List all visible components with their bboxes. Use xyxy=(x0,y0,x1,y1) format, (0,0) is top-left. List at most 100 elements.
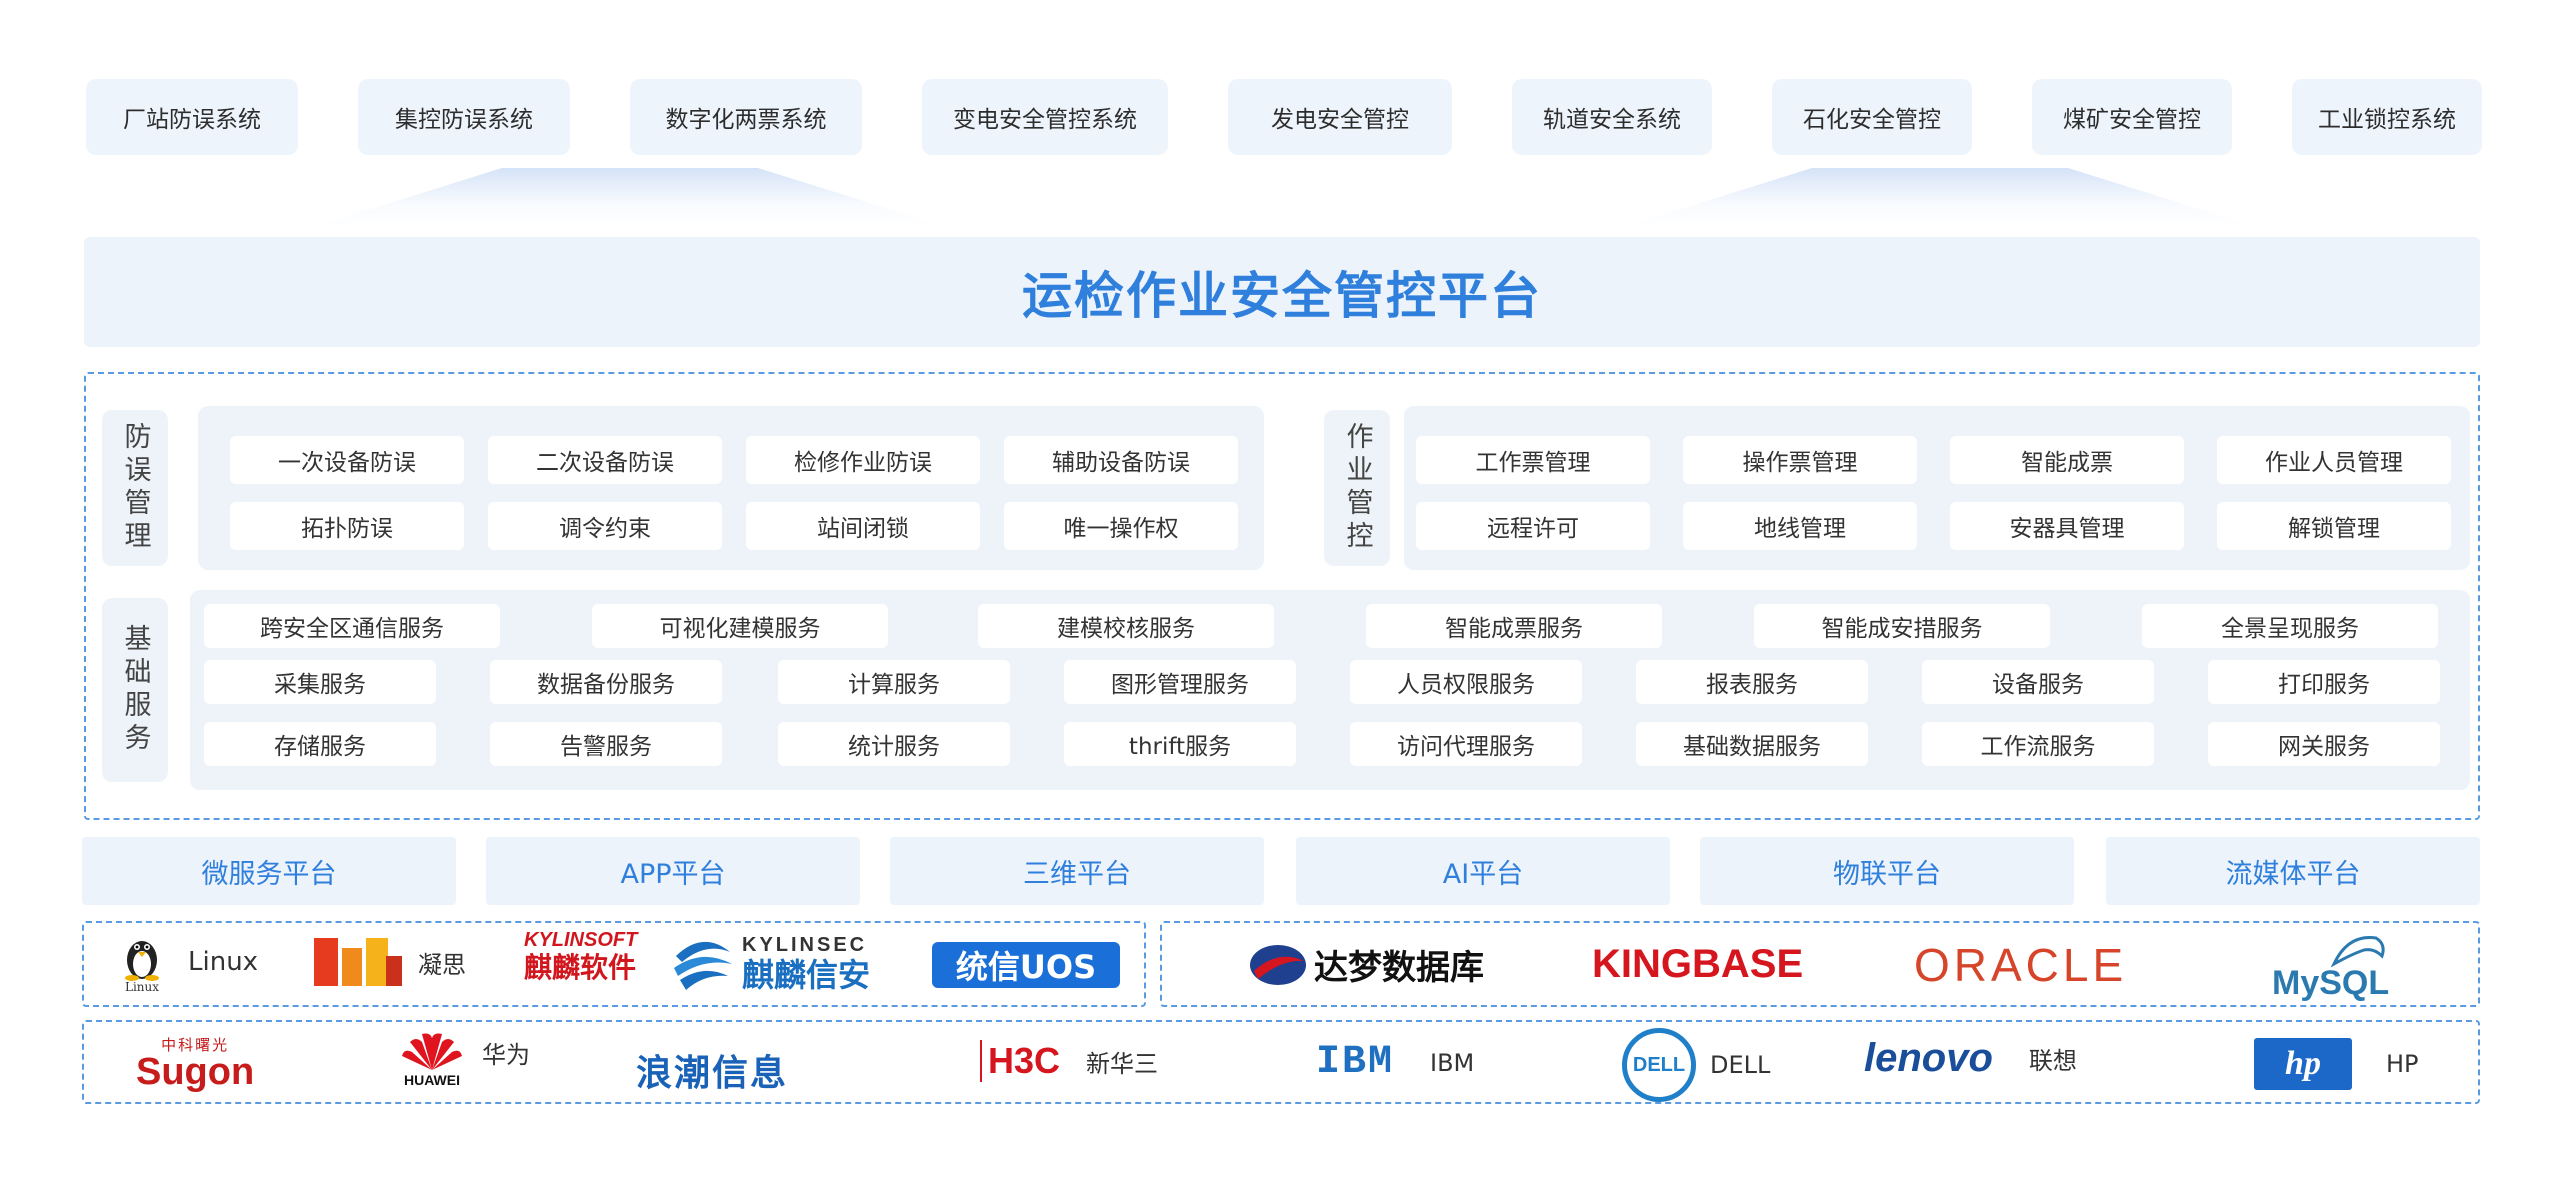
db-logos-box xyxy=(1160,921,2480,1007)
mysql-label: MySQL xyxy=(2272,964,2390,1002)
dolphin-icon xyxy=(2330,936,2385,968)
fangwu-item[interactable]: 一次设备防误 xyxy=(230,436,464,484)
huawei-petal-icon xyxy=(402,1033,462,1070)
platform-item[interactable]: 三维平台 xyxy=(890,837,1264,905)
ibm-logo-group: IBM IBM xyxy=(1316,1040,1474,1085)
jichu-item[interactable]: 计算服务 xyxy=(778,660,1010,704)
jichu-item[interactable]: 访问代理服务 xyxy=(1350,722,1582,766)
kylinsec-cn: 麒麟信安 xyxy=(742,956,871,994)
jichu-item[interactable]: 打印服务 xyxy=(2208,660,2440,704)
jichu-item[interactable]: thrift服务 xyxy=(1064,722,1296,766)
sugon-logo: 中科曙光 Sugon xyxy=(136,1036,255,1093)
huawei-en: HUAWEI xyxy=(404,1072,460,1088)
platform-item[interactable]: AI平台 xyxy=(1296,837,1670,905)
top-system-item[interactable]: 变电安全管控系统 xyxy=(922,79,1168,155)
decorative-glow xyxy=(1620,168,2260,228)
linux-logo: Linux xyxy=(116,930,168,994)
h3c-logo-group: H3C 新华三 xyxy=(980,1040,1158,1082)
zuoye-label: 作业管控 xyxy=(1324,410,1390,566)
kylinsec-en: KYLINSEC xyxy=(742,934,868,956)
jichu-item[interactable]: 统计服务 xyxy=(778,722,1010,766)
sugon-en: Sugon xyxy=(136,1051,255,1093)
zuoye-item[interactable]: 智能成票 xyxy=(1950,436,2184,484)
inspur-logo: 浪潮信息 xyxy=(636,1053,789,1094)
ningsi-label: 凝思 xyxy=(418,950,466,979)
fangwu-item[interactable]: 二次设备防误 xyxy=(488,436,722,484)
jichu-item[interactable]: 图形管理服务 xyxy=(1064,660,1296,704)
top-system-item[interactable]: 工业锁控系统 xyxy=(2292,79,2482,155)
top-system-item[interactable]: 煤矿安全管控 xyxy=(2032,79,2232,155)
kylinsec-swirl-icon xyxy=(674,941,732,990)
dell-logo-group: DELL DELL xyxy=(1622,1028,1770,1102)
oracle-logo: ORACLE xyxy=(1914,939,2128,991)
top-system-item[interactable]: 轨道安全系统 xyxy=(1512,79,1712,155)
kylinsoft-en: KYLINSOFT xyxy=(524,929,638,951)
fangwu-item[interactable]: 调令约束 xyxy=(488,502,722,550)
huawei-logo: HUAWEI xyxy=(400,1030,464,1088)
jichu-item[interactable]: 网关服务 xyxy=(2208,722,2440,766)
top-system-item[interactable]: 厂站防误系统 xyxy=(86,79,298,155)
jichu-item[interactable]: 全景呈现服务 xyxy=(2142,604,2438,648)
zuoye-item[interactable]: 地线管理 xyxy=(1683,502,1917,550)
zuoye-item[interactable]: 作业人员管理 xyxy=(2217,436,2451,484)
fangwu-label: 防误管理 xyxy=(102,410,168,566)
top-system-item[interactable]: 石化安全管控 xyxy=(1772,79,1972,155)
top-system-item[interactable]: 发电安全管控 xyxy=(1228,79,1452,155)
hp-label: HP xyxy=(2386,1050,2419,1078)
os-logos-box xyxy=(82,921,1146,1007)
fangwu-item[interactable]: 辅助设备防误 xyxy=(1004,436,1238,484)
jichu-item[interactable]: 智能成票服务 xyxy=(1366,604,1662,648)
platform-item[interactable]: 物联平台 xyxy=(1700,837,2074,905)
zuoye-item[interactable]: 安器具管理 xyxy=(1950,502,2184,550)
kingbase-logo: KINGBASE xyxy=(1592,942,1804,986)
zuoye-item[interactable]: 远程许可 xyxy=(1416,502,1650,550)
kylinsoft-cn: 麒麟软件 xyxy=(524,951,637,984)
lenovo-label: 联想 xyxy=(2028,1047,2077,1075)
jichu-item[interactable]: 人员权限服务 xyxy=(1350,660,1582,704)
jichu-item[interactable]: 智能成安措服务 xyxy=(1754,604,2050,648)
ningsi-logo-group: 凝思 xyxy=(312,934,466,990)
hw-logos-box xyxy=(82,1020,2480,1104)
fangwu-item[interactable]: 站间闭锁 xyxy=(746,502,980,550)
dameng-label: 达梦数据库 xyxy=(1314,948,1484,988)
fangwu-item[interactable]: 唯一操作权 xyxy=(1004,502,1238,550)
platform-item[interactable]: APP平台 xyxy=(486,837,860,905)
uos-logo: 统信UOS xyxy=(932,942,1120,988)
fangwu-item[interactable]: 检修作业防误 xyxy=(746,436,980,484)
zuoye-item[interactable]: 工作票管理 xyxy=(1416,436,1650,484)
platform-item[interactable]: 流媒体平台 xyxy=(2106,837,2480,905)
decorative-glow xyxy=(310,168,950,228)
jichu-item[interactable]: 设备服务 xyxy=(1922,660,2154,704)
linux-logo-sub: Linux xyxy=(124,980,160,994)
jichu-item[interactable]: 工作流服务 xyxy=(1922,722,2154,766)
kylinsoft-logo: KYLINSOFT 麒麟软件 xyxy=(524,930,637,982)
jichu-item[interactable]: 告警服务 xyxy=(490,722,722,766)
jichu-item[interactable]: 数据备份服务 xyxy=(490,660,722,704)
huawei-logo-group: HUAWEI 华为 xyxy=(400,1030,530,1088)
jichu-item[interactable]: 跨安全区通信服务 xyxy=(204,604,500,648)
jichu-item[interactable]: 建模校核服务 xyxy=(978,604,1274,648)
mysql-logo: MySQL xyxy=(2268,930,2408,1006)
zuoye-item[interactable]: 解锁管理 xyxy=(2217,502,2451,550)
tux-icon xyxy=(125,941,159,981)
ningsi-logo-icon xyxy=(314,938,402,986)
dameng-logo: 达梦数据库 xyxy=(1248,940,1484,989)
hp-logo-group: hp HP xyxy=(2254,1038,2419,1090)
sugon-cn: 中科曙光 xyxy=(161,1036,230,1054)
zuoye-item[interactable]: 操作票管理 xyxy=(1683,436,1917,484)
platform-banner: 运检作业安全管控平台 xyxy=(84,237,2480,347)
lenovo-logo: lenovo xyxy=(1864,1036,1993,1080)
ibm-label: IBM xyxy=(1430,1048,1475,1077)
linux-label: Linux xyxy=(188,947,259,977)
platform-title: 运检作业安全管控平台 xyxy=(1022,267,1542,325)
jichu-item[interactable]: 可视化建模服务 xyxy=(592,604,888,648)
top-system-item[interactable]: 集控防误系统 xyxy=(358,79,570,155)
jichu-item[interactable]: 报表服务 xyxy=(1636,660,1868,704)
fangwu-item[interactable]: 拓扑防误 xyxy=(230,502,464,550)
lenovo-logo-group: lenovo 联想 xyxy=(1864,1036,2077,1081)
jichu-item[interactable]: 基础数据服务 xyxy=(1636,722,1868,766)
jichu-item[interactable]: 存储服务 xyxy=(204,722,436,766)
jichu-item[interactable]: 采集服务 xyxy=(204,660,436,704)
platform-item[interactable]: 微服务平台 xyxy=(82,837,456,905)
top-system-item[interactable]: 数字化两票系统 xyxy=(630,79,862,155)
